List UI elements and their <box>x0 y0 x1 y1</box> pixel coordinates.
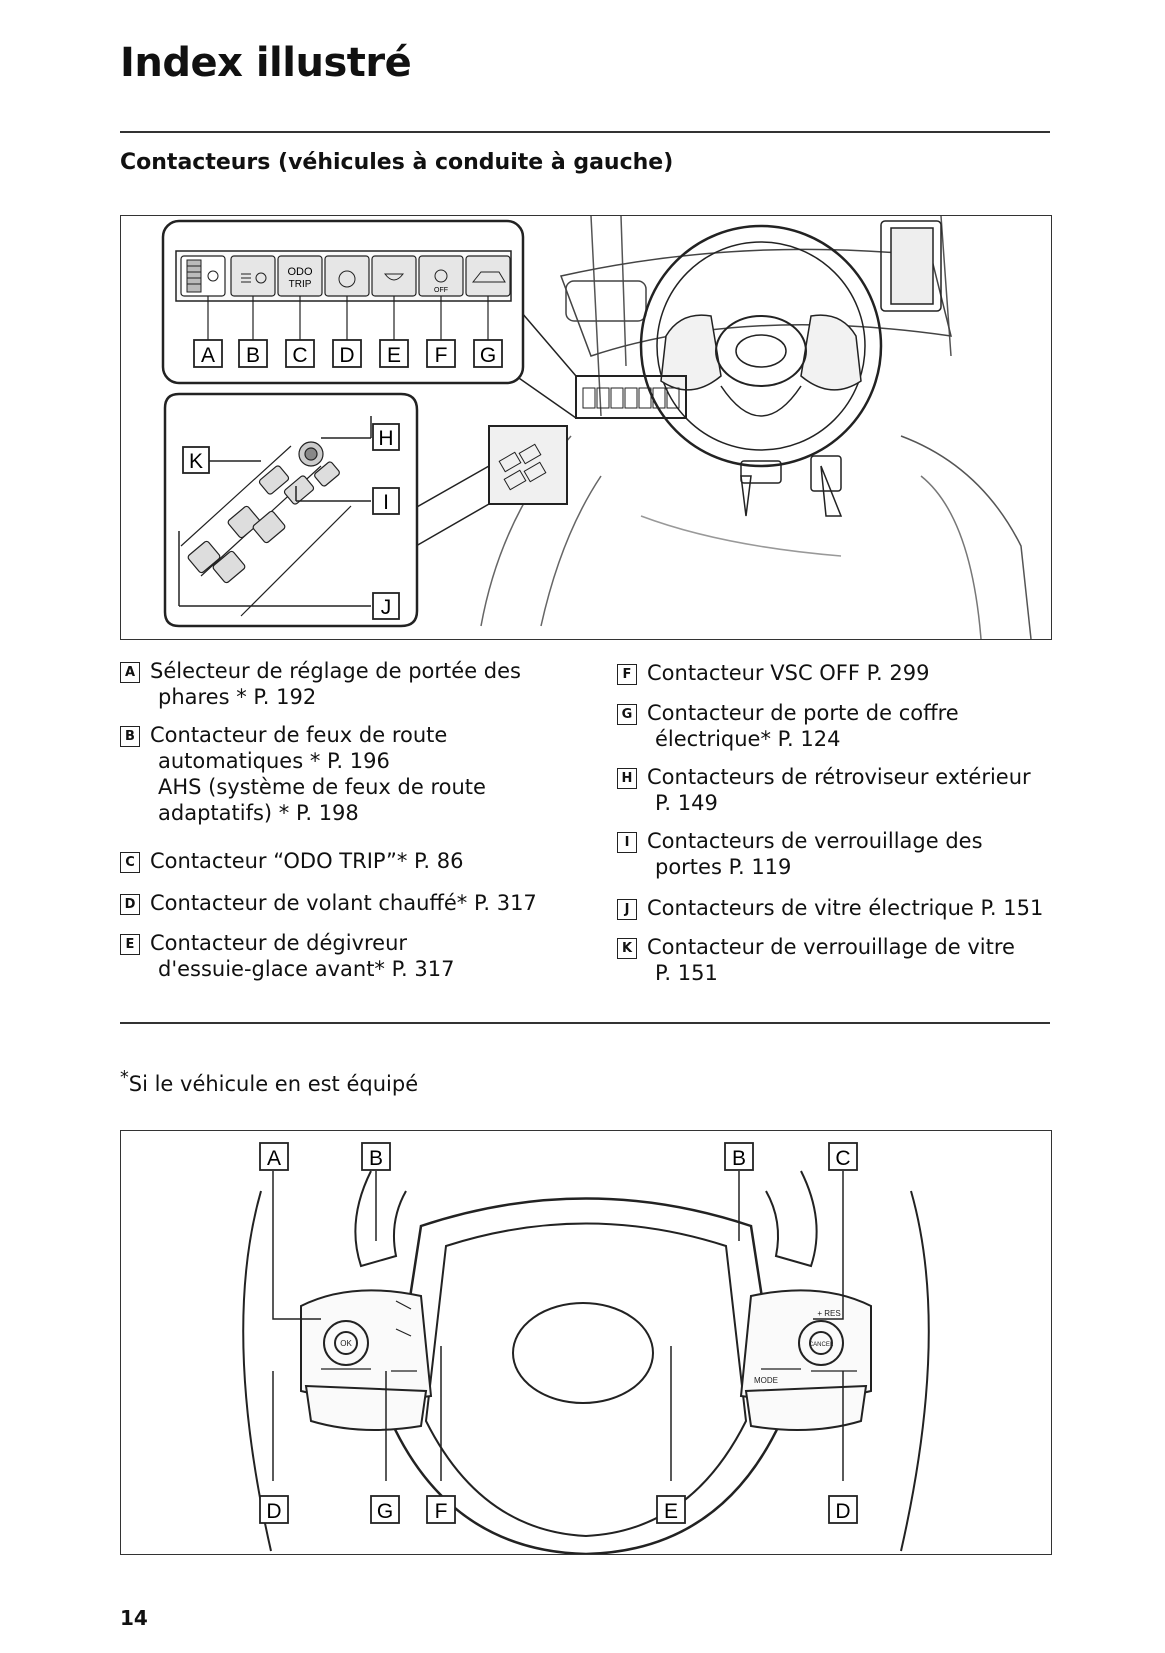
wheel-callout-e: E <box>664 1500 678 1523</box>
odo-label: ODO <box>287 266 313 278</box>
wheel-callout-b-left: B <box>369 1147 383 1170</box>
switches-figure: ODO TRIP OFF A B C D E F G <box>120 215 1052 640</box>
steering-wheel-illustration: OK + RES CANCEL MODE A B B C D G F E D <box>242 1142 930 1556</box>
key-h: H <box>617 768 637 789</box>
key-a: A <box>120 662 140 683</box>
section-subtitle: Contacteurs (véhicules à conduite à gauc… <box>120 150 674 175</box>
wheel-callout-f: F <box>435 1500 448 1523</box>
footnote-text: Si le véhicule en est équipé <box>128 1072 419 1096</box>
callout-g: G <box>480 344 496 367</box>
wheel-callout-c: C <box>835 1147 850 1170</box>
callout-b: B <box>246 344 260 367</box>
key-g: G <box>617 704 637 725</box>
trip-label: TRIP <box>289 279 312 290</box>
callout-a: A <box>201 344 215 367</box>
callout-e: E <box>387 344 401 367</box>
res-button-label: + RES <box>817 1309 840 1318</box>
off-label: OFF <box>434 287 448 294</box>
header-rule <box>120 131 1050 133</box>
cancel-button-label: CANCEL <box>809 1342 834 1348</box>
key-k: K <box>617 938 637 959</box>
wheel-callout-b-right: B <box>732 1147 746 1170</box>
page-title: Index illustré <box>120 40 412 86</box>
page-number: 14 <box>120 1606 148 1630</box>
key-j: J <box>617 899 637 920</box>
legend-rule <box>120 1022 1050 1024</box>
switches-illustration: ODO TRIP OFF A B C D E F G <box>161 215 1032 640</box>
callout-h: H <box>378 427 393 450</box>
callout-c: C <box>292 344 307 367</box>
callout-d: D <box>339 344 354 367</box>
steering-wheel-figure: OK + RES CANCEL MODE A B B C D G F E D <box>120 1130 1052 1556</box>
key-f: F <box>617 664 637 685</box>
ok-button-label: OK <box>340 1339 352 1348</box>
footnote: *Si le véhicule en est équipé <box>120 1068 418 1096</box>
wheel-callout-g: G <box>377 1500 393 1523</box>
callout-i: I <box>383 491 389 514</box>
key-b: B <box>120 726 140 747</box>
key-c: C <box>120 852 140 873</box>
wheel-callout-d-left: D <box>266 1500 281 1523</box>
wheel-callout-a: A <box>267 1147 281 1170</box>
wheel-callout-d-right: D <box>835 1500 850 1523</box>
footnote-mark: * <box>120 1068 129 1088</box>
mode-button-label: MODE <box>754 1376 778 1385</box>
key-e: E <box>120 934 140 955</box>
key-d: D <box>120 894 140 915</box>
callout-j: J <box>381 596 392 619</box>
callout-f: F <box>435 344 448 367</box>
key-i: I <box>617 832 637 853</box>
callout-k: K <box>189 450 203 473</box>
